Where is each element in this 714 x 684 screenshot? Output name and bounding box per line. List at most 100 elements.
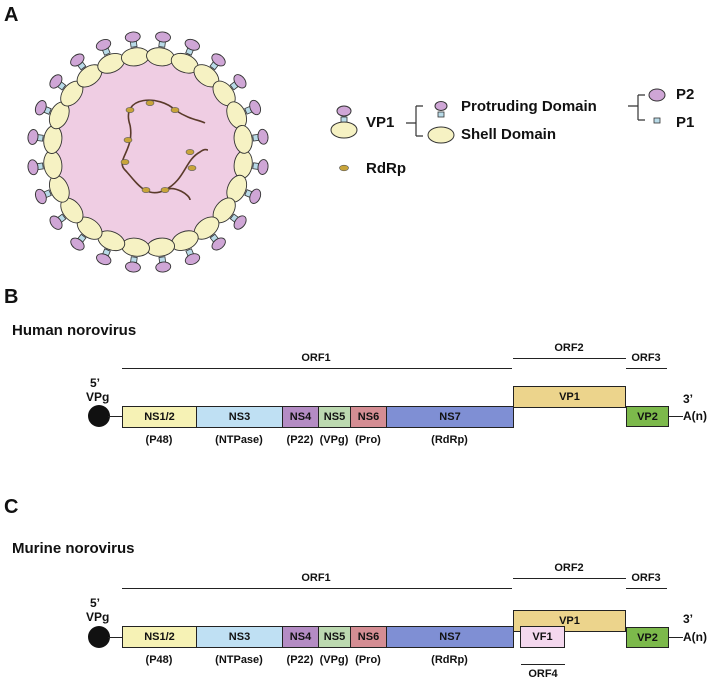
c-vp2-gene: VP2 (626, 627, 669, 648)
p2-head (95, 38, 112, 51)
c-orf1-line (122, 588, 512, 589)
c-genome-tail-line (669, 637, 683, 638)
panel-b-letter: B (4, 286, 19, 308)
panel_c-segment-sub-3: (VPg) (319, 654, 349, 666)
p2-head (233, 215, 247, 230)
p2-head (233, 74, 247, 89)
legend-rdrp-label: RdRp (366, 160, 406, 177)
panel_b-segment-sub-1: (NTPase) (215, 434, 263, 446)
legend-p1-label: P1 (676, 114, 695, 131)
p2-head (211, 237, 226, 251)
three-prime-label: 3’ (683, 392, 694, 406)
p2-head (34, 188, 47, 205)
rdrp-dot (123, 137, 133, 143)
panel_b-segment-sub-2: (P22) (286, 434, 314, 446)
rdrp-dot (145, 100, 155, 106)
p2-head (155, 31, 171, 43)
c-orf1-label: ORF1 (301, 572, 331, 584)
panel_b-segment-ns1-2: NS1/2 (122, 406, 197, 428)
orf2-label: ORF2 (554, 342, 584, 354)
panel_c-segment-ns6: NS6 (350, 626, 387, 648)
genome-lead-line (108, 416, 122, 417)
p2-head (257, 159, 269, 175)
p2-head (249, 99, 262, 116)
vpg-cap-circle (88, 405, 110, 427)
panel_c-segment-sub-2: (P22) (286, 654, 314, 666)
panel_b-segment-ns4: NS4 (282, 406, 319, 428)
vpg-cap-label: VPg (86, 390, 110, 404)
p2-head (124, 31, 141, 43)
orf2-line (513, 358, 626, 359)
panel_b-segment-sub-0: (P48) (145, 434, 173, 446)
c-five-prime-label: 5’ (90, 596, 101, 610)
legend-vp1-label: VP1 (366, 114, 395, 131)
rdrp-dot (125, 107, 135, 113)
c-orf2-line (513, 578, 626, 579)
legend-p2-glyph (648, 88, 666, 102)
panel_c-segment-sub-4: (Pro) (355, 654, 381, 666)
c-orf3-label: ORF3 (631, 572, 661, 584)
panel-b-title: Human norovirus (12, 322, 137, 339)
p2-head (184, 38, 200, 51)
orf4-label: ORF4 (528, 668, 558, 680)
legend-vp1-p2 (336, 105, 352, 117)
legend-bracket-protruding (628, 94, 645, 121)
panel_b-segment-sub-5: (RdRp) (431, 434, 468, 446)
orf3-label: ORF3 (631, 352, 661, 364)
panel_b-segment-sub-3: (VPg) (319, 434, 349, 446)
rdrp-dot (185, 149, 195, 155)
p2-head (249, 188, 262, 204)
panel_b-segment-ns6: NS6 (350, 406, 387, 428)
panel_c-segment-ns7: NS7 (386, 626, 514, 648)
shell-domain (233, 125, 253, 154)
panel_c-segment-ns5: NS5 (318, 626, 351, 648)
orf3-line (626, 368, 667, 369)
panel-c-letter: C (4, 496, 19, 518)
panel-a-letter: A (4, 4, 19, 26)
p2-head (96, 253, 112, 266)
five-prime-label: 5’ (90, 376, 101, 390)
legend-protruding-label: Protruding Domain (461, 98, 597, 115)
orf1-line (122, 368, 512, 369)
rdrp-dot (120, 159, 130, 165)
p2-head (70, 53, 85, 67)
c-polya-label: A(n) (683, 630, 707, 644)
p2-head (70, 237, 85, 251)
c-orf2-label: ORF2 (554, 562, 584, 574)
panel_c-segment-ns4: NS4 (282, 626, 319, 648)
c-genome-lead-line (108, 637, 122, 638)
polya-label: A(n) (683, 409, 707, 423)
rdrp-dot (170, 107, 180, 113)
legend-p1-glyph (653, 117, 661, 124)
panel-c-title: Murine norovirus (12, 540, 135, 557)
panel_b-segment-sub-4: (Pro) (355, 434, 381, 446)
c-vpg-cap-label: VPg (86, 610, 110, 624)
panel_c-segment-sub-5: (RdRp) (431, 654, 468, 666)
p2-head (27, 129, 39, 145)
rdrp-dot (141, 187, 151, 193)
panel_b-segment-ns5: NS5 (318, 406, 351, 428)
legend-protruding-p1 (437, 111, 445, 118)
vf1-gene: VF1 (520, 626, 565, 648)
c-orf3-line (626, 588, 667, 589)
p2-head (49, 215, 63, 230)
legend-bracket-vp1 (406, 105, 423, 137)
panel_c-segment-sub-1: (NTPase) (215, 654, 263, 666)
panel_c-segment-ns1-2: NS1/2 (122, 626, 197, 648)
p2-head (257, 128, 269, 145)
legend-shell-label: Shell Domain (461, 126, 557, 143)
c-vpg-cap-circle (88, 626, 110, 648)
p2-head (27, 159, 39, 176)
orf4-line (521, 664, 565, 665)
p2-head (184, 253, 201, 266)
genome-tail-line (669, 416, 683, 417)
p2-head (34, 100, 47, 116)
c-three-prime-label: 3’ (683, 612, 694, 626)
p2-head (49, 74, 63, 89)
p2-head (155, 261, 172, 273)
orf1-label: ORF1 (301, 352, 331, 364)
vp1-gene: VP1 (513, 386, 626, 408)
panel_c-segment-sub-0: (P48) (145, 654, 173, 666)
rdrp-dot (187, 165, 197, 171)
